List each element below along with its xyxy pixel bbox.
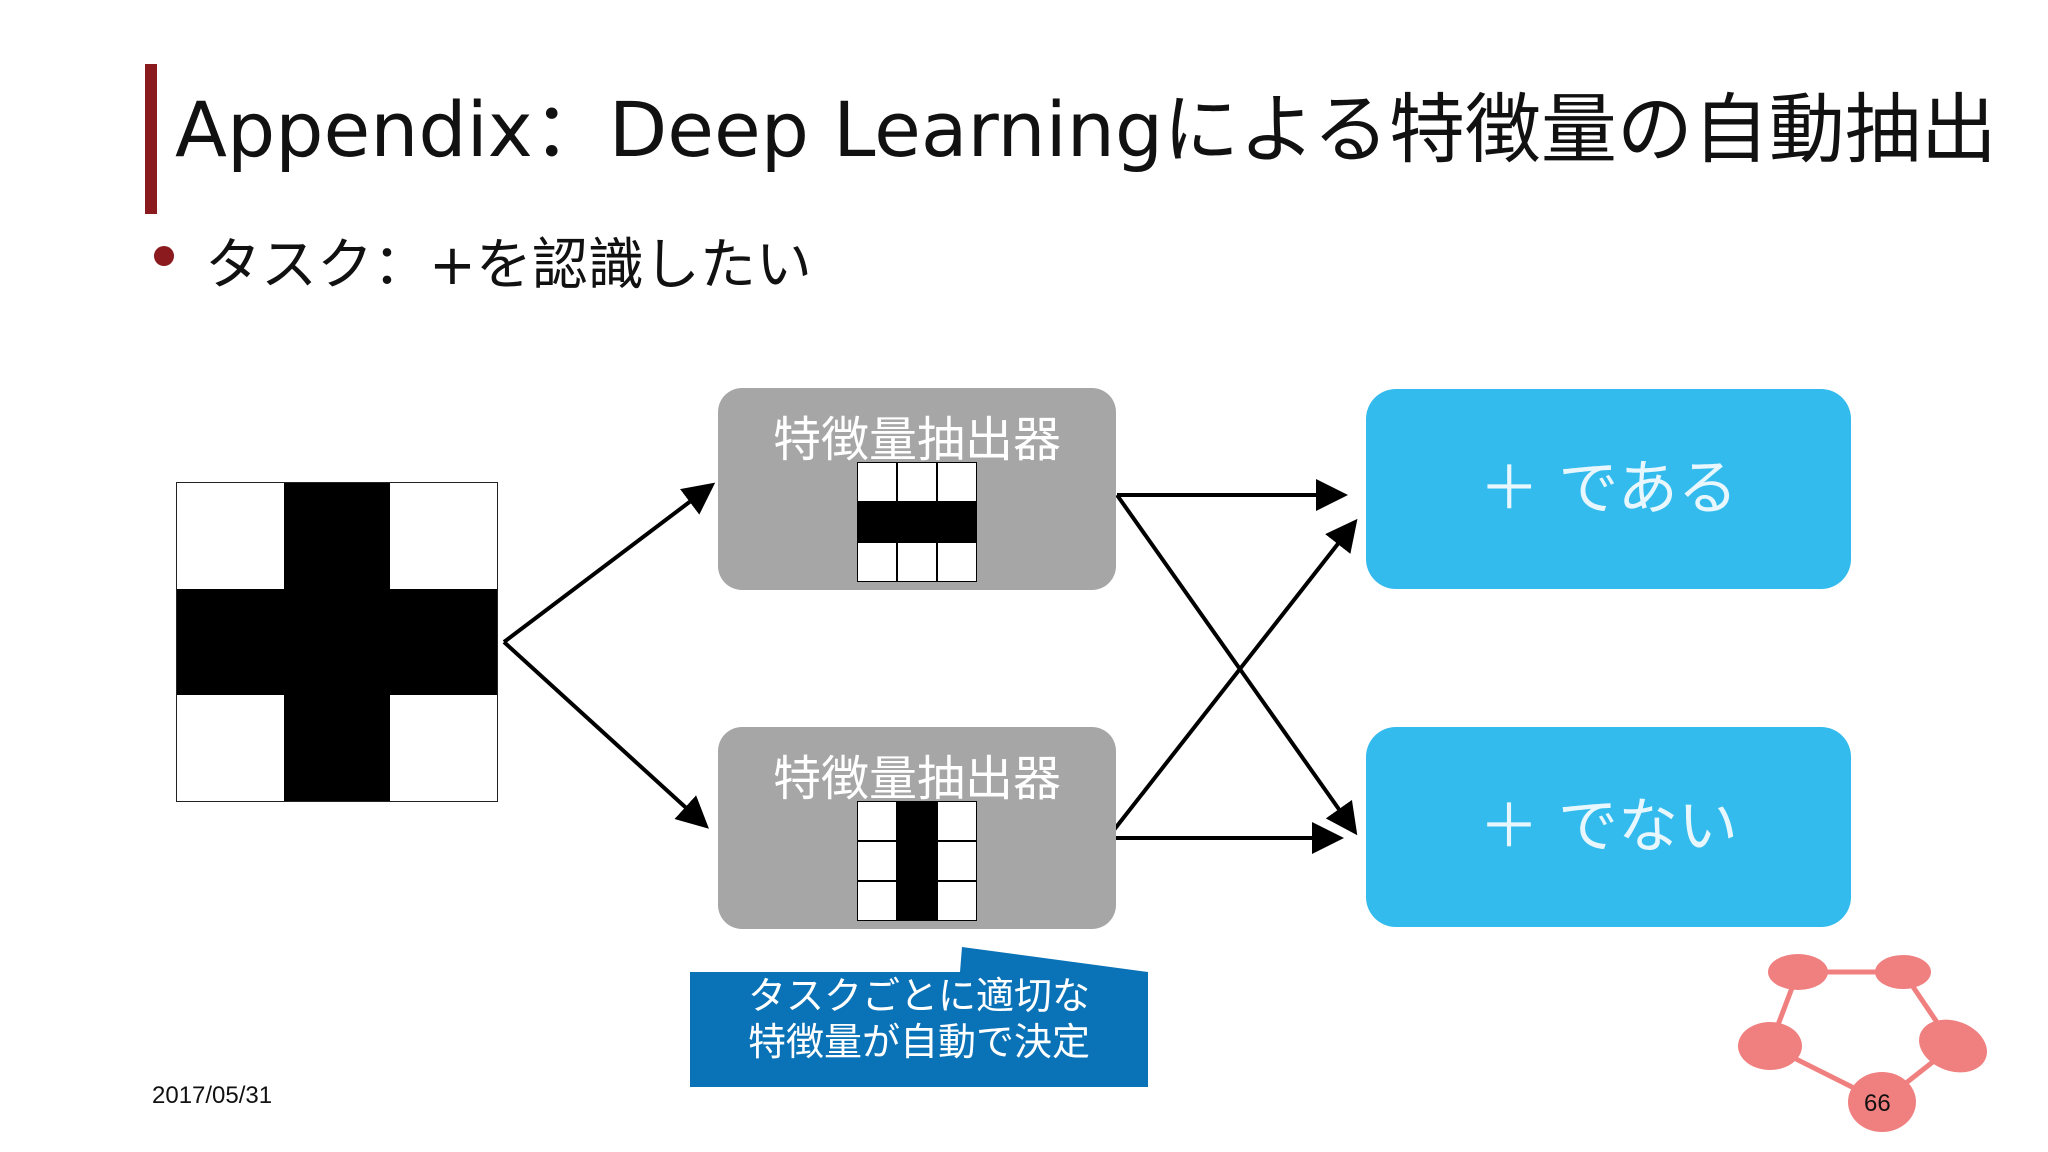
title-accent-bar (145, 64, 157, 214)
arrow-input-to-bottom-extractor (502, 640, 709, 829)
callout-line-2: 特徴量が自動で決定 (747, 1020, 1090, 1064)
output-not-plus-label: ＋ でない (1478, 792, 1739, 862)
output-not-plus: ＋ でない (1366, 727, 1851, 927)
slide-title: Appendix：Deep Learningによる特徴量の自動抽出 (175, 85, 1997, 174)
task-bullet: タスク：+を認識したい (205, 233, 812, 298)
arrow-top-to-negative (1115, 493, 1358, 836)
input-plus-image (176, 482, 498, 802)
callout-line-1: タスクごとに適切な (747, 974, 1090, 1018)
extractor-top-label: 特徴量抽出器 (772, 412, 1061, 468)
extractor-bottom-label: 特徴量抽出器 (772, 751, 1061, 807)
arrow-input-to-top-extractor (502, 482, 716, 644)
horizontal-bar-filter-icon (857, 462, 977, 582)
callout-text: タスクごとに適切な 特徴量が自動で決定 (690, 973, 1148, 1083)
vertical-bar-filter-icon (857, 801, 977, 921)
plus-grid-icon (177, 483, 497, 801)
feature-extractor-top: 特徴量抽出器 (718, 388, 1116, 590)
network-logo-icon (1738, 954, 1987, 1132)
output-is-plus-label: ＋ である (1479, 454, 1738, 524)
page-number: 66 (1864, 1090, 1891, 1117)
arrow-bottom-to-positive (1108, 518, 1358, 837)
bullet-icon (154, 246, 174, 266)
feature-extractor-bottom: 特徴量抽出器 (718, 727, 1116, 929)
output-is-plus: ＋ である (1366, 389, 1851, 589)
slide-date: 2017/05/31 (152, 1082, 273, 1109)
